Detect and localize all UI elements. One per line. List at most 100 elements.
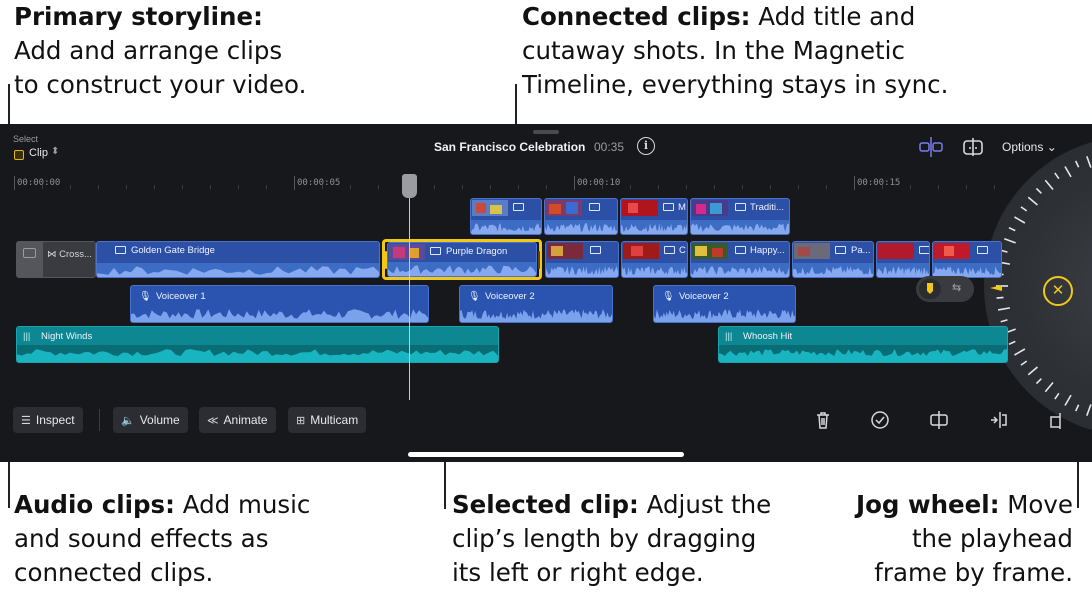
video-camera-icon bbox=[115, 246, 126, 254]
ruler-minor-tick bbox=[826, 185, 827, 189]
callout-line: frame by frame. bbox=[874, 558, 1073, 587]
clip-thumbnail bbox=[623, 243, 659, 259]
clip-label: Purple Dragon bbox=[446, 246, 508, 257]
chevron-down-icon: ⌄ bbox=[1046, 140, 1057, 154]
connected-clip[interactable]: M bbox=[620, 198, 688, 235]
storyline-clip-purple-dragon[interactable]: Purple Dragon bbox=[387, 242, 537, 277]
right-trim-handle[interactable] bbox=[538, 251, 540, 269]
select-clip-icon[interactable] bbox=[14, 150, 24, 160]
clip-label: Traditi... bbox=[750, 202, 784, 213]
callout-title: Jog wheel: bbox=[855, 490, 1000, 519]
callout-primary-storyline: Primary storyline: Add and arrange clips… bbox=[14, 0, 306, 102]
callout-title: Primary storyline: bbox=[14, 2, 263, 31]
swap-icon: ⇆ bbox=[952, 282, 962, 294]
callout-line: Add title and bbox=[758, 2, 916, 31]
top-bar: Select Clip ⬍ San Francisco Celebration … bbox=[0, 124, 1092, 168]
video-camera-icon bbox=[590, 246, 601, 254]
video-camera-icon bbox=[977, 246, 988, 254]
ruler-minor-tick bbox=[210, 185, 211, 189]
callout-line: its left or right edge. bbox=[452, 558, 704, 587]
callout-connected-clips: Connected clips: Add title and cutaway s… bbox=[522, 0, 948, 102]
timeline-screen: Select Clip ⬍ San Francisco Celebration … bbox=[0, 124, 1092, 462]
storyline-clip[interactable]: Pa... bbox=[792, 241, 874, 278]
ruler-minor-tick bbox=[182, 185, 183, 189]
voiceover-clip[interactable]: 🎙 Voiceover 2 bbox=[459, 285, 613, 323]
connected-clip[interactable] bbox=[470, 198, 542, 235]
volume-button[interactable]: 🔈Volume bbox=[113, 407, 188, 433]
storyline-clip[interactable] bbox=[545, 241, 619, 278]
callout-title: Connected clips: bbox=[522, 2, 751, 31]
split-icon[interactable] bbox=[928, 409, 950, 431]
clip-label-bar bbox=[719, 327, 1007, 345]
inspect-button[interactable]: ☰Inspect bbox=[13, 407, 83, 433]
ruler-minor-tick bbox=[742, 185, 743, 189]
storyline-clip-golden-gate-bridge[interactable]: Golden Gate Bridge bbox=[96, 241, 380, 278]
clip-thumbnail bbox=[389, 244, 425, 260]
voiceover-clip[interactable]: 🎙 Voiceover 2 bbox=[653, 285, 796, 323]
storyline-clip[interactable]: Happy... bbox=[690, 241, 790, 278]
chevron-updown-icon[interactable]: ⬍ bbox=[51, 146, 60, 157]
voiceover-waveform bbox=[131, 309, 428, 322]
clip-label: Whoosh Hit bbox=[743, 331, 793, 342]
ruler-minor-tick bbox=[714, 185, 715, 189]
animate-button[interactable]: ≪Animate bbox=[199, 407, 276, 433]
delete-icon[interactable] bbox=[812, 409, 834, 431]
insert-icon[interactable] bbox=[1048, 409, 1070, 431]
transition-thumbnail bbox=[17, 242, 43, 277]
clip-audio-waveform bbox=[793, 263, 873, 277]
ruler-minor-tick bbox=[938, 185, 939, 189]
jog-wheel-ticks bbox=[996, 156, 1092, 416]
multicam-button[interactable]: ⊞ Multicam bbox=[288, 407, 367, 433]
selected-clip-purple-dragon[interactable]: Purple Dragon bbox=[382, 239, 542, 280]
clip-label: Golden Gate Bridge bbox=[131, 245, 215, 256]
clip-label: Pa... bbox=[851, 245, 871, 256]
multicam-label: Multicam bbox=[310, 413, 359, 427]
select-mode-value[interactable]: Clip bbox=[29, 147, 48, 159]
clip-audio-waveform bbox=[546, 263, 618, 277]
jog-mode-toggle[interactable]: ⇆ bbox=[916, 276, 974, 302]
clip-label: Voiceover 2 bbox=[679, 291, 729, 302]
info-icon[interactable]: i bbox=[637, 137, 655, 155]
ruler-minor-tick bbox=[434, 185, 435, 189]
checkmark-icon[interactable] bbox=[869, 409, 891, 431]
clip-label: Voiceover 1 bbox=[156, 291, 206, 302]
skimming-icon[interactable] bbox=[961, 136, 985, 158]
ruler-minor-tick bbox=[518, 185, 519, 189]
music-clip-whoosh-hit[interactable]: ||| Whoosh Hit bbox=[718, 326, 1008, 363]
callout-line: and sound effects as bbox=[14, 524, 269, 553]
connected-clip[interactable] bbox=[544, 198, 618, 235]
time-ruler[interactable]: 00:00:00 00:00:05 00:00:10 00:00:15 bbox=[0, 172, 1092, 192]
music-clip-night-winds[interactable]: ||| Night Winds bbox=[16, 326, 499, 363]
ruler-label: 00:00:05 bbox=[297, 178, 341, 188]
storyline-clip[interactable] bbox=[876, 241, 930, 278]
left-trim-handle[interactable] bbox=[385, 251, 387, 269]
storyline-clip[interactable] bbox=[932, 241, 1002, 278]
connected-clip[interactable]: Traditi... bbox=[690, 198, 790, 235]
snapping-icon[interactable] bbox=[918, 136, 944, 158]
detach-icon[interactable] bbox=[988, 409, 1010, 431]
music-waveform bbox=[17, 349, 498, 362]
ruler-minor-tick bbox=[70, 185, 71, 189]
toolbar-divider bbox=[99, 409, 100, 431]
ruler-minor-tick bbox=[154, 185, 155, 189]
clip-label: Night Winds bbox=[41, 331, 93, 342]
storyline-clip[interactable]: C bbox=[621, 241, 688, 278]
options-menu[interactable]: Options ⌄ bbox=[1002, 140, 1057, 154]
video-camera-icon bbox=[589, 203, 600, 211]
select-label: Select bbox=[13, 134, 39, 144]
home-indicator[interactable] bbox=[408, 452, 684, 457]
transition-clip[interactable]: ⋈ Cross... bbox=[16, 241, 96, 278]
multicam-icon: ⊞ bbox=[296, 415, 306, 427]
voiceover-clip[interactable]: 🎙 Voiceover 1 bbox=[130, 285, 429, 323]
drag-handle[interactable] bbox=[533, 130, 559, 134]
animate-label: Animate bbox=[223, 413, 268, 427]
close-icon[interactable]: ✕ bbox=[1043, 276, 1073, 306]
callout-title: Audio clips: bbox=[14, 490, 175, 519]
video-camera-icon bbox=[835, 246, 846, 254]
ruler-minor-tick bbox=[322, 185, 323, 189]
jog-wheel[interactable] bbox=[984, 136, 1092, 436]
callout-line: Adjust the bbox=[646, 490, 772, 519]
callout-line: connected clips. bbox=[14, 558, 214, 587]
playhead-handle[interactable] bbox=[402, 174, 417, 198]
clip-thumbnail bbox=[692, 200, 728, 216]
